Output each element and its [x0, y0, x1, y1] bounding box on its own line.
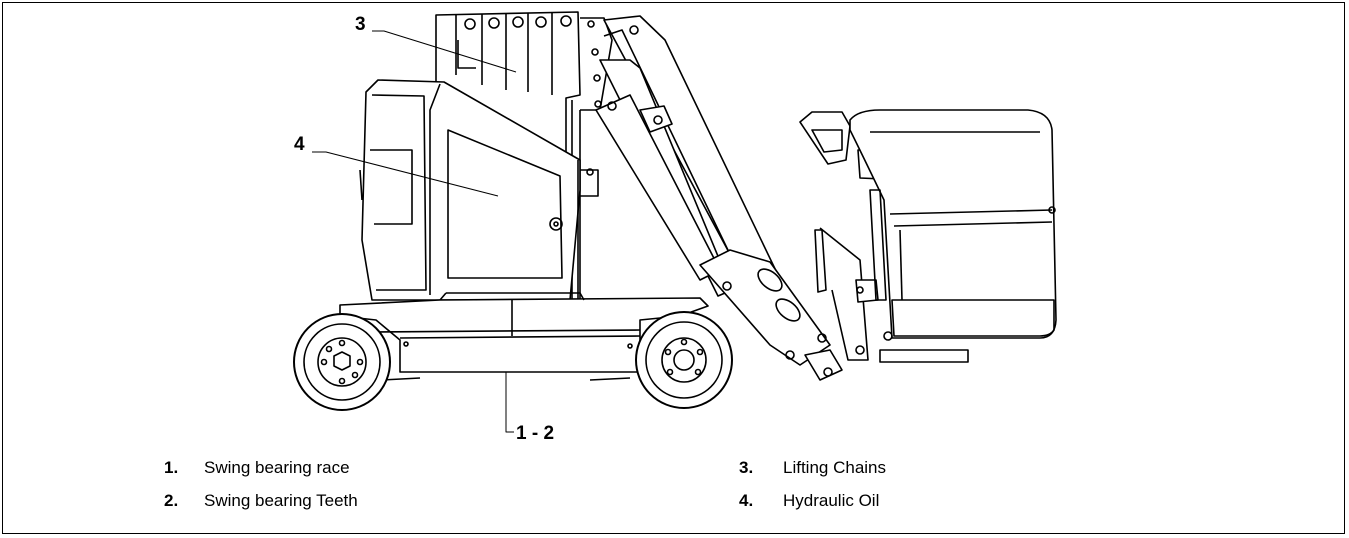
platform-basket	[849, 109, 1057, 363]
legend-text: Hydraulic Oil	[783, 491, 880, 510]
legend-number: 3.	[739, 458, 754, 477]
rear-wheel	[293, 313, 391, 411]
front-wheel	[635, 311, 733, 409]
legend-item-2: 2. Swing bearing Teeth	[164, 491, 358, 511]
legend-number: 2.	[164, 491, 179, 510]
legend-item-4: 4. Hydraulic Oil	[739, 491, 879, 511]
legend-number: 4.	[739, 491, 754, 510]
legend-item-3: 3. Lifting Chains	[739, 458, 886, 478]
callout-4: 4	[294, 134, 305, 155]
boom-arm	[595, 15, 843, 381]
legend-text: Swing bearing race	[204, 458, 350, 477]
callout-3: 3	[355, 14, 366, 35]
legend-item-1: 1. Swing bearing race	[164, 458, 350, 478]
legend-text: Swing bearing Teeth	[204, 491, 358, 510]
callout-leaders	[312, 30, 517, 433]
callout-1-2: 1 - 2	[516, 423, 554, 444]
hydraulic-tank-cover	[359, 79, 581, 301]
legend-number: 1.	[164, 458, 179, 477]
jib-linkage	[814, 227, 879, 361]
legend-text: Lifting Chains	[783, 458, 887, 477]
